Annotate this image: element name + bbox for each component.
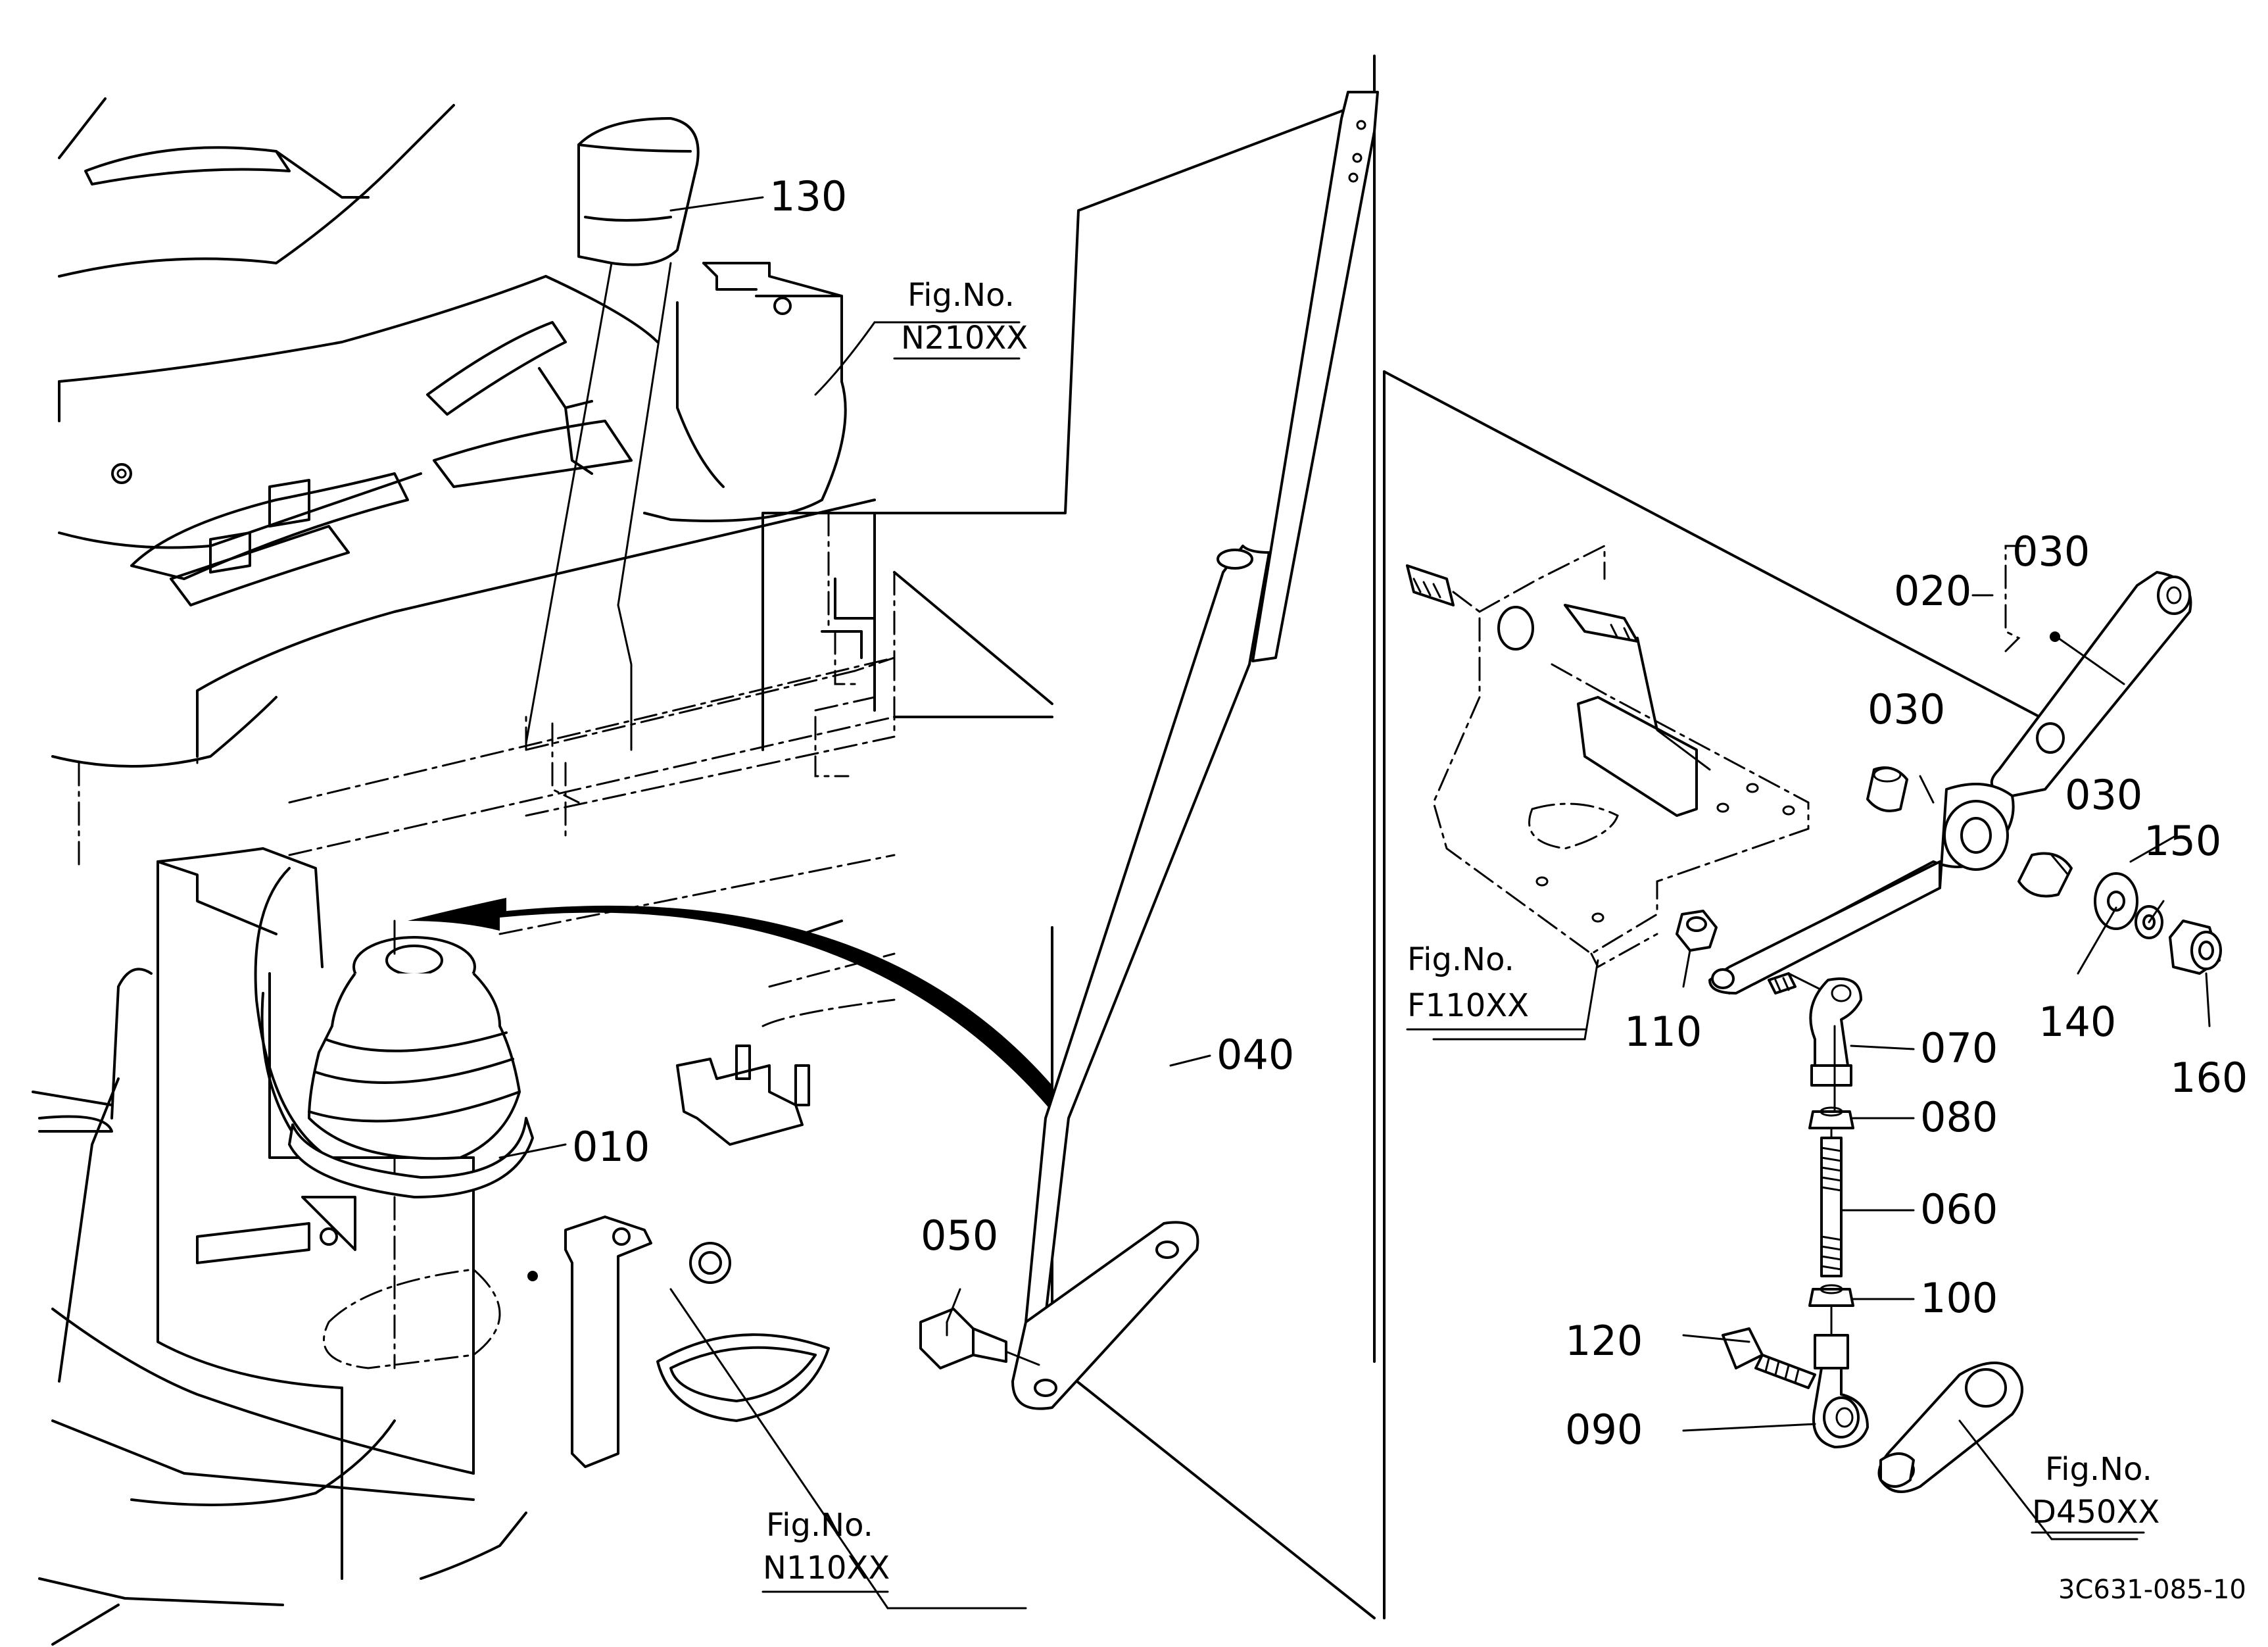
direction-arrow <box>408 898 1052 1112</box>
callout-090: 090 <box>1565 1406 1643 1454</box>
callout-140: 140 <box>2039 998 2116 1046</box>
fig-ref-d450-title: Fig.No. <box>2045 1451 2152 1488</box>
fig-ref-n210-code: N210XX <box>901 320 1028 356</box>
callout-070: 070 <box>1920 1024 1998 1072</box>
floor-and-seat-assembly <box>32 97 896 1646</box>
callout-110: 110 <box>1624 1008 1702 1056</box>
callout-120: 120 <box>1565 1317 1643 1365</box>
callout-010: 010 <box>572 1123 650 1171</box>
callout-130: 130 <box>769 172 847 220</box>
callout-030-right: 030 <box>2065 771 2142 819</box>
boot-010 <box>288 920 534 1198</box>
leader-lines <box>498 196 2211 1610</box>
fig-ref-d450-code: D450XX <box>2032 1494 2159 1531</box>
fig-ref-n210-title: Fig.No. <box>907 277 1015 314</box>
fig-ref-n110-title: Fig.No. <box>766 1507 873 1544</box>
callout-030-mid: 030 <box>1868 685 1945 733</box>
fig-ref-n110-code: N110XX <box>763 1550 890 1586</box>
knob-130 <box>525 117 700 751</box>
callout-040: 040 <box>1217 1031 1294 1079</box>
callout-labels: 130 040 010 050 030 020 030 030 150 140 … <box>572 172 2248 1454</box>
center-lever-assembly <box>761 55 1379 1619</box>
callout-020: 020 <box>1894 567 1971 615</box>
diagram-code: 3C631-085-10 <box>2058 1575 2246 1605</box>
callout-030-top: 030 <box>2012 528 2090 576</box>
right-mechanism-assembly <box>1383 370 2222 1619</box>
fig-ref-f110-title: Fig.No. <box>1407 941 1514 978</box>
callout-060: 060 <box>1920 1185 1998 1233</box>
callout-160: 160 <box>2170 1054 2248 1102</box>
callout-100: 100 <box>1920 1274 1998 1322</box>
callout-080: 080 <box>1920 1093 1998 1141</box>
callout-150: 150 <box>2144 817 2221 865</box>
fig-ref-f110-code: F110XX <box>1407 987 1529 1024</box>
figure-references: Fig.No. N210XX Fig.No. N110XX Fig.No. F1… <box>761 277 2159 1593</box>
callout-050: 050 <box>921 1212 998 1260</box>
